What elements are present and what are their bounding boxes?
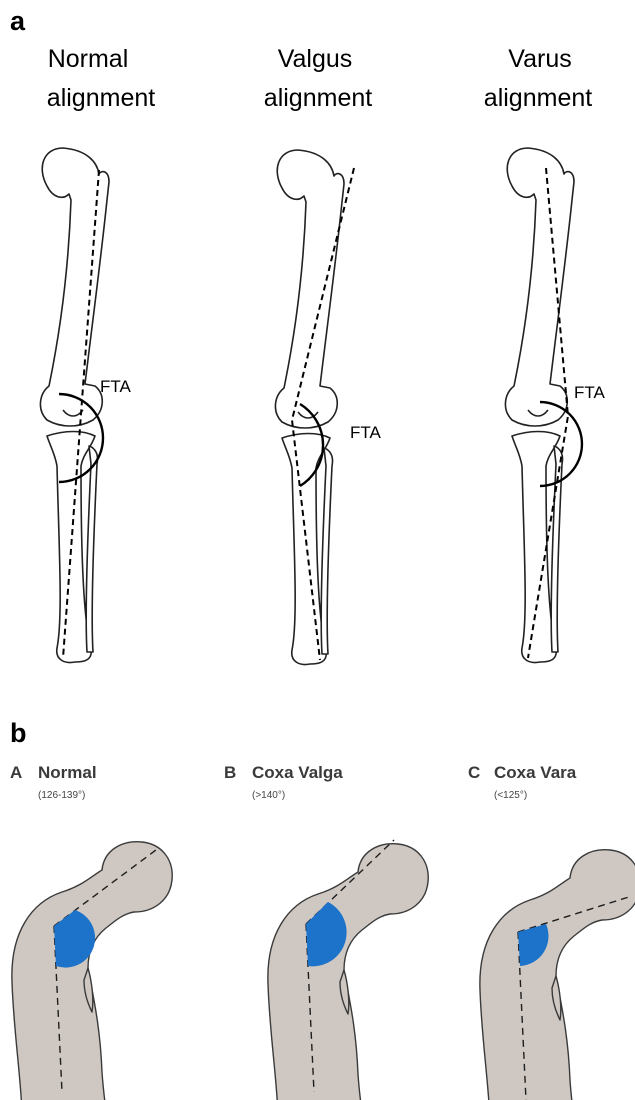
col-2-title-line2: alignment: [264, 84, 372, 112]
hip-b-range: (>140°): [252, 790, 285, 801]
varus-leg: [505, 148, 582, 662]
col-3-title-line1: Varus: [508, 45, 571, 73]
hip-c-name: Coxa Vara: [494, 763, 577, 782]
col-1-title-line2: alignment: [47, 84, 155, 112]
hip-c-letter: C: [468, 763, 480, 782]
hip-a-letter: A: [10, 763, 22, 782]
normal-fta-label: FTA: [100, 377, 132, 396]
normal-leg: [40, 148, 109, 662]
col-3-title-line2: alignment: [484, 84, 592, 112]
hip-b-letter: B: [224, 763, 236, 782]
femur-normal: [12, 842, 172, 1100]
valgus-leg: [275, 150, 354, 664]
panel-a-label: a: [10, 6, 26, 36]
col-1-title-line1: Normal: [48, 45, 129, 73]
hip-c-range: (<125°): [494, 790, 527, 801]
femur-vara: [480, 850, 635, 1100]
femur-valga: [268, 840, 428, 1100]
valgus-fta-label: FTA: [350, 423, 382, 442]
hip-a-range: (126-139°): [38, 790, 85, 801]
varus-fta-label: FTA: [574, 383, 606, 402]
hip-a-name: Normal: [38, 763, 97, 782]
col-2-title-line1: Valgus: [278, 45, 353, 73]
panel-b-label: b: [10, 718, 27, 748]
hip-b-name: Coxa Valga: [252, 763, 343, 782]
